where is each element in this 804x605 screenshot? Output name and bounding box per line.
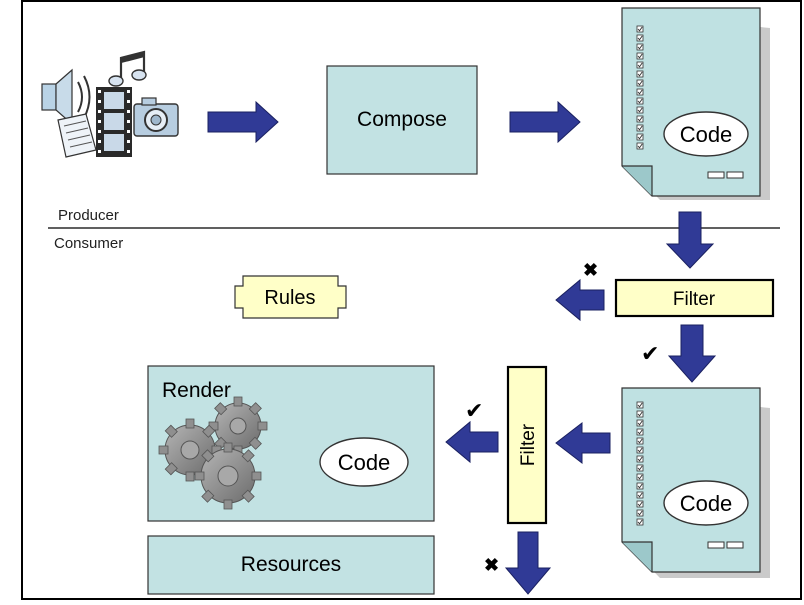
camera-icon: [133, 97, 179, 137]
accept-mark-left: ✔: [465, 398, 483, 423]
reject-mark-top: ✖: [583, 260, 598, 280]
code-document-bottom: Code: [621, 387, 770, 578]
compose-box: Compose: [326, 65, 478, 175]
render-label: Render: [162, 379, 231, 402]
code-document-top: Code: [621, 7, 770, 200]
render-box: Render: [147, 365, 435, 522]
filter-label-vertical: Filter: [518, 423, 539, 466]
rules-box: Rules: [234, 275, 347, 319]
arrow-code-to-filter: [665, 211, 715, 269]
rules-label: Rules: [264, 287, 315, 309]
filter-label-horizontal: Filter: [673, 289, 716, 310]
code-label-top: Code: [680, 122, 733, 147]
arrow-filter-rejected: [555, 278, 605, 322]
code-label-render: Code: [338, 450, 391, 475]
producer-label: Producer: [58, 207, 119, 224]
filter-box-horizontal: Filter: [614, 278, 775, 318]
arrow-filter-rejected-down: [504, 531, 552, 595]
gears-icon: [158, 396, 268, 510]
arrow-code-to-filter-vertical: [555, 421, 611, 465]
media-sources-icon: [41, 50, 179, 158]
arrow-filter-to-code: [667, 324, 717, 383]
resources-box: Resources: [147, 535, 435, 595]
accept-mark-right: ✔: [641, 341, 659, 366]
filter-box-vertical: Filter: [506, 365, 548, 525]
music-note-icon: [108, 50, 147, 87]
code-label-bottom: Code: [680, 491, 733, 516]
compose-label: Compose: [357, 108, 447, 131]
arrow-filter-to-render: [445, 420, 499, 464]
reject-mark-bottom: ✖: [484, 555, 499, 575]
film-strip-icon: [96, 87, 132, 157]
consumer-label: Consumer: [54, 235, 123, 252]
speaker-icon: [41, 68, 91, 126]
resources-label: Resources: [241, 553, 341, 576]
